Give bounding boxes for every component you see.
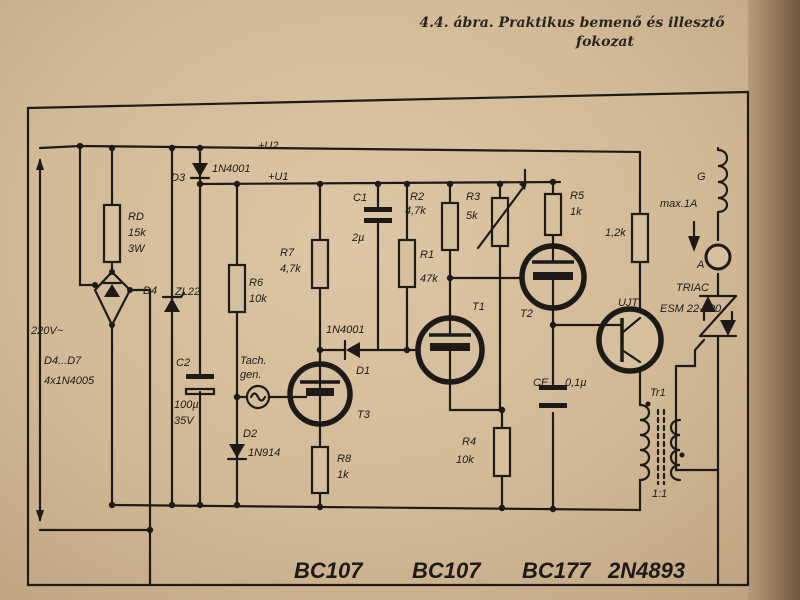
triac-esm22 (698, 294, 738, 338)
tacho-label-2: gen. (240, 369, 261, 381)
ujt-2n4893 (596, 306, 664, 374)
caption-line-1: 4.4. ábra. Praktikus bemenő és illesztő (419, 15, 725, 31)
r3-name-label: R3 (466, 191, 481, 203)
r6-value-label: 10k (249, 293, 267, 305)
r3-value-label: 5k (466, 210, 478, 222)
u2-label: +U2 (258, 140, 279, 152)
capacitor-c1 (364, 207, 392, 223)
part-label-bc107-t1: BC107 (412, 558, 482, 583)
d3-name-label: D3 (171, 172, 186, 184)
transistor-t3 (287, 361, 353, 427)
r2-value-label: 4,7k (405, 205, 426, 217)
d1-type-label: 1N4001 (326, 324, 365, 336)
part-label-bc107-t3: BC107 (294, 558, 364, 583)
load-meter-a (704, 243, 732, 271)
triac-label-2: ESM 22-500 (660, 303, 722, 315)
c1-value-label: 2µ (351, 232, 364, 244)
c2-voltage-label: 35V (174, 415, 195, 427)
part-label-bc177-t2: BC177 (522, 558, 592, 583)
transistor-t2 (519, 243, 587, 311)
diode-d2 (226, 444, 248, 461)
bridge-type-label: 4x1N4005 (44, 375, 95, 387)
r12-value-label: 1,2k (605, 227, 626, 239)
r2-name-label: R2 (410, 191, 424, 203)
bridge-name-label: D4...D7 (44, 355, 82, 367)
transistor-t1 (415, 315, 485, 385)
r5-name-label: R5 (570, 190, 585, 202)
d1-name-label: D1 (356, 365, 370, 377)
mains-voltage-label: 220V~ (30, 325, 64, 337)
c2-name-label: C2 (176, 357, 190, 369)
ce-name-label: CE (533, 377, 549, 389)
resistor-r5 (543, 192, 563, 237)
diode-d1 (343, 339, 360, 361)
figure-caption: 4.4. ábra. Praktikus bemenő és illesztő … (390, 14, 740, 52)
triac-label-1: TRIAC (676, 282, 709, 294)
zener-name-label: D4 (143, 285, 157, 297)
resistor-rd (102, 203, 122, 264)
r5-value-label: 1k (570, 206, 582, 218)
r1-value-label: 47k (420, 273, 438, 285)
d2-name-label: D2 (243, 428, 257, 440)
resistor-1k2 (630, 212, 650, 264)
c2-value-label: 100µ (174, 399, 199, 411)
c1-name-label: C1 (353, 192, 367, 204)
rd-value-label: 15k (128, 227, 146, 239)
t3-name-label: T3 (357, 409, 371, 421)
load-coil-g (716, 148, 729, 214)
resistor-r6 (227, 263, 247, 314)
load-g-label: G (697, 171, 706, 183)
d2-type-label: 1N914 (248, 447, 280, 459)
r1-name-label: R1 (420, 249, 434, 261)
rd-name-label: RD (128, 211, 144, 223)
mains-arrow-down (36, 510, 44, 522)
potentiometer-r3 (440, 168, 527, 252)
bridge-rectifier (92, 269, 133, 328)
tacho-generator-icon (245, 384, 271, 410)
load-arrow-icon (688, 236, 700, 252)
junction-dots (76, 142, 557, 534)
figure-frame (26, 90, 750, 587)
resistor-r7 (310, 238, 330, 290)
zener-diode-d4 (161, 291, 186, 312)
tacho-label-1: Tach. (240, 355, 267, 367)
u1-label: +U1 (268, 171, 289, 183)
r7-name-label: R7 (280, 247, 295, 259)
t1-name-label: T1 (472, 301, 485, 313)
ce-value-label: 0,1µ (565, 377, 587, 389)
capacitor-ce (539, 385, 567, 408)
tr1-name-label: Tr1 (650, 387, 666, 399)
r7-value-label: 4,7k (280, 263, 301, 275)
r4-value-label: 10k (456, 454, 474, 466)
r6-name-label: R6 (249, 277, 264, 289)
t2-name-label: T2 (520, 308, 533, 320)
zener-value-label: ZL22 (174, 286, 200, 298)
transformer-tr1 (638, 401, 685, 492)
book-spine-shadow (748, 0, 800, 600)
rd-power-label: 3W (128, 243, 146, 255)
resistor-r1 (397, 238, 417, 289)
tr1-ratio-label: 1:1 (652, 488, 667, 500)
resistor-r4 (492, 426, 512, 478)
capacitor-c2 (184, 374, 216, 396)
mains-arrow-up (36, 158, 44, 170)
part-label-2n4893-ujt: 2N4893 (607, 558, 685, 583)
r8-value-label: 1k (337, 469, 349, 481)
r8-name-label: R8 (337, 453, 352, 465)
d3-type-label: 1N4001 (212, 163, 251, 175)
caption-line-2: fokozat (576, 34, 634, 50)
resistor-r8 (310, 445, 330, 495)
load-a-label: A (696, 259, 704, 271)
ujt-name-label: UJT (618, 297, 639, 309)
diode-d3 (189, 163, 211, 180)
r4-name-label: R4 (462, 436, 476, 448)
load-max-current-label: max.1A (660, 198, 697, 210)
